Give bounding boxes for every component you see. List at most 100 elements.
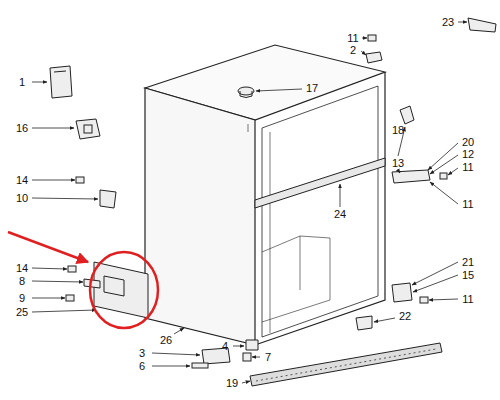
callout-number: 11 [457, 161, 479, 173]
callout-number: 11 [457, 198, 479, 210]
cabinet-outline [145, 45, 385, 345]
small-parts [392, 283, 412, 302]
leader-lines [429, 299, 458, 300]
cabinet-outline [270, 132, 271, 333]
small-parts [366, 52, 382, 63]
callout-number: 26 [155, 334, 177, 346]
cabinet-outline [255, 72, 385, 345]
leader-lines [152, 353, 200, 355]
callout-number: 23 [437, 16, 459, 28]
callout-number: 22 [394, 310, 416, 322]
leader-lines [398, 170, 400, 173]
callout-number: 4 [214, 340, 236, 352]
highlight-mark [8, 232, 88, 262]
leader-lines [32, 310, 96, 312]
small-parts [192, 363, 208, 368]
leader-lines [374, 318, 395, 322]
callout-number: 2 [342, 44, 364, 56]
leader-lines [32, 180, 75, 181]
small-parts [76, 177, 84, 183]
small-parts [392, 170, 430, 183]
base-grille [256, 349, 436, 381]
small-parts [54, 71, 66, 72]
small-parts [356, 316, 372, 330]
leader-lines [428, 143, 458, 170]
highlight-mark [8, 232, 158, 328]
leader-lines [430, 155, 458, 174]
shelf-rail [255, 158, 385, 208]
small-parts [50, 66, 72, 98]
callout-number: 11 [457, 293, 479, 305]
leader-lines [174, 328, 184, 334]
leader-lines [413, 275, 458, 292]
leader-lines [152, 366, 190, 367]
leader-lines [448, 168, 458, 175]
highlight-mark [90, 252, 158, 328]
callout-number: 25 [11, 306, 33, 318]
callout-number: 8 [11, 275, 33, 287]
small-parts [50, 18, 496, 368]
callout-number: 24 [329, 208, 351, 220]
callout-number: 13 [387, 157, 409, 169]
callout-number: 14 [11, 262, 33, 274]
shelf-rail [255, 158, 385, 208]
leader-lines [242, 381, 250, 383]
small-parts [94, 262, 148, 318]
callout-number: 12 [457, 148, 479, 160]
callout-number: 7 [257, 351, 279, 363]
leader-lines [412, 262, 458, 285]
callout-number: 20 [457, 136, 479, 148]
callout-number: 3 [131, 347, 153, 359]
callout-number: 19 [221, 377, 243, 389]
callout-number: 10 [11, 192, 33, 204]
small-parts [66, 295, 74, 301]
small-parts [84, 125, 92, 133]
leader-lines [32, 82, 47, 83]
small-parts [420, 297, 428, 303]
cabinet-outline [262, 86, 378, 337]
leader-lines [430, 182, 458, 204]
callout-number: 1 [11, 76, 33, 88]
cabinet-outline [145, 88, 255, 345]
callout-number: 9 [11, 292, 33, 304]
callout-number: 16 [11, 122, 33, 134]
small-parts [246, 340, 258, 350]
cabinet-outline [300, 236, 301, 290]
callout-number: 15 [457, 269, 479, 281]
leader-lines [458, 22, 467, 23]
callout-number: 21 [457, 256, 479, 268]
leader-lines [252, 357, 260, 358]
leader-lines [32, 22, 467, 383]
small-parts [104, 276, 124, 296]
small-parts [240, 91, 252, 98]
base-grille [250, 343, 442, 386]
base-grille [250, 343, 442, 386]
small-parts [68, 266, 76, 272]
callout-number: 14 [11, 174, 33, 186]
callout-number: 17 [301, 82, 323, 94]
cabinet-outline [262, 236, 330, 322]
small-parts [100, 190, 116, 208]
small-parts [440, 173, 447, 179]
small-parts [400, 106, 414, 124]
callout-number: 6 [131, 360, 153, 372]
leader-lines [361, 51, 366, 55]
leader-lines [256, 89, 302, 91]
leader-lines [32, 281, 83, 282]
leader-lines [32, 268, 67, 269]
leader-lines [340, 184, 341, 207]
leader-lines [362, 38, 367, 39]
small-parts [468, 18, 496, 32]
leader-lines [233, 346, 244, 347]
callout-number: 11 [342, 32, 364, 44]
leader-lines [32, 128, 74, 129]
leader-lines [32, 198, 98, 199]
small-parts [76, 119, 100, 139]
small-parts [368, 35, 376, 41]
cabinet-outline [248, 124, 249, 132]
small-parts [243, 353, 251, 361]
callout-number: 18 [387, 124, 409, 136]
